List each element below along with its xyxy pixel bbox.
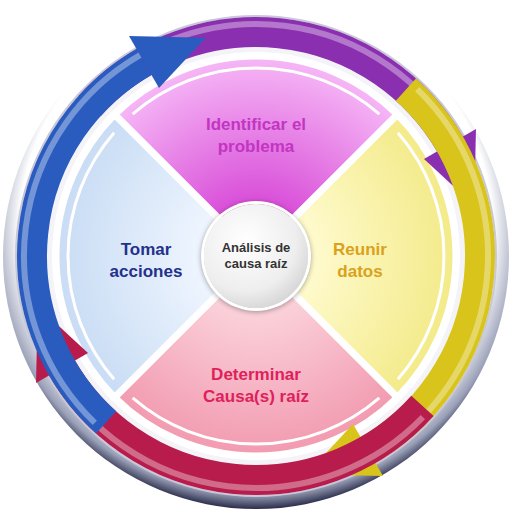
node-label: Análisis de causa raíz (213, 240, 299, 272)
arrow-band (368, 90, 480, 450)
node-label: Reunir datos (320, 239, 400, 283)
arrow-shine (89, 24, 457, 140)
arrow-head (129, 36, 206, 88)
arrow-band (62, 368, 422, 480)
arrow-band (90, 32, 450, 144)
arrow-shine (372, 89, 488, 457)
outer-disc (3, 3, 509, 509)
arrow-band (32, 62, 144, 422)
node-label: Identificar el problema (181, 114, 331, 158)
node-label: Determinar Causa(s) raíz (186, 364, 326, 408)
arrow-shine (55, 372, 423, 488)
inner-rim (52, 52, 460, 460)
center-circle: Análisis de causa raíz (204, 204, 308, 308)
cycle-arrow (24, 36, 206, 423)
arrow-shine (24, 55, 140, 423)
node-label: Tomar acciones (100, 239, 192, 283)
ring-track (16, 16, 496, 496)
